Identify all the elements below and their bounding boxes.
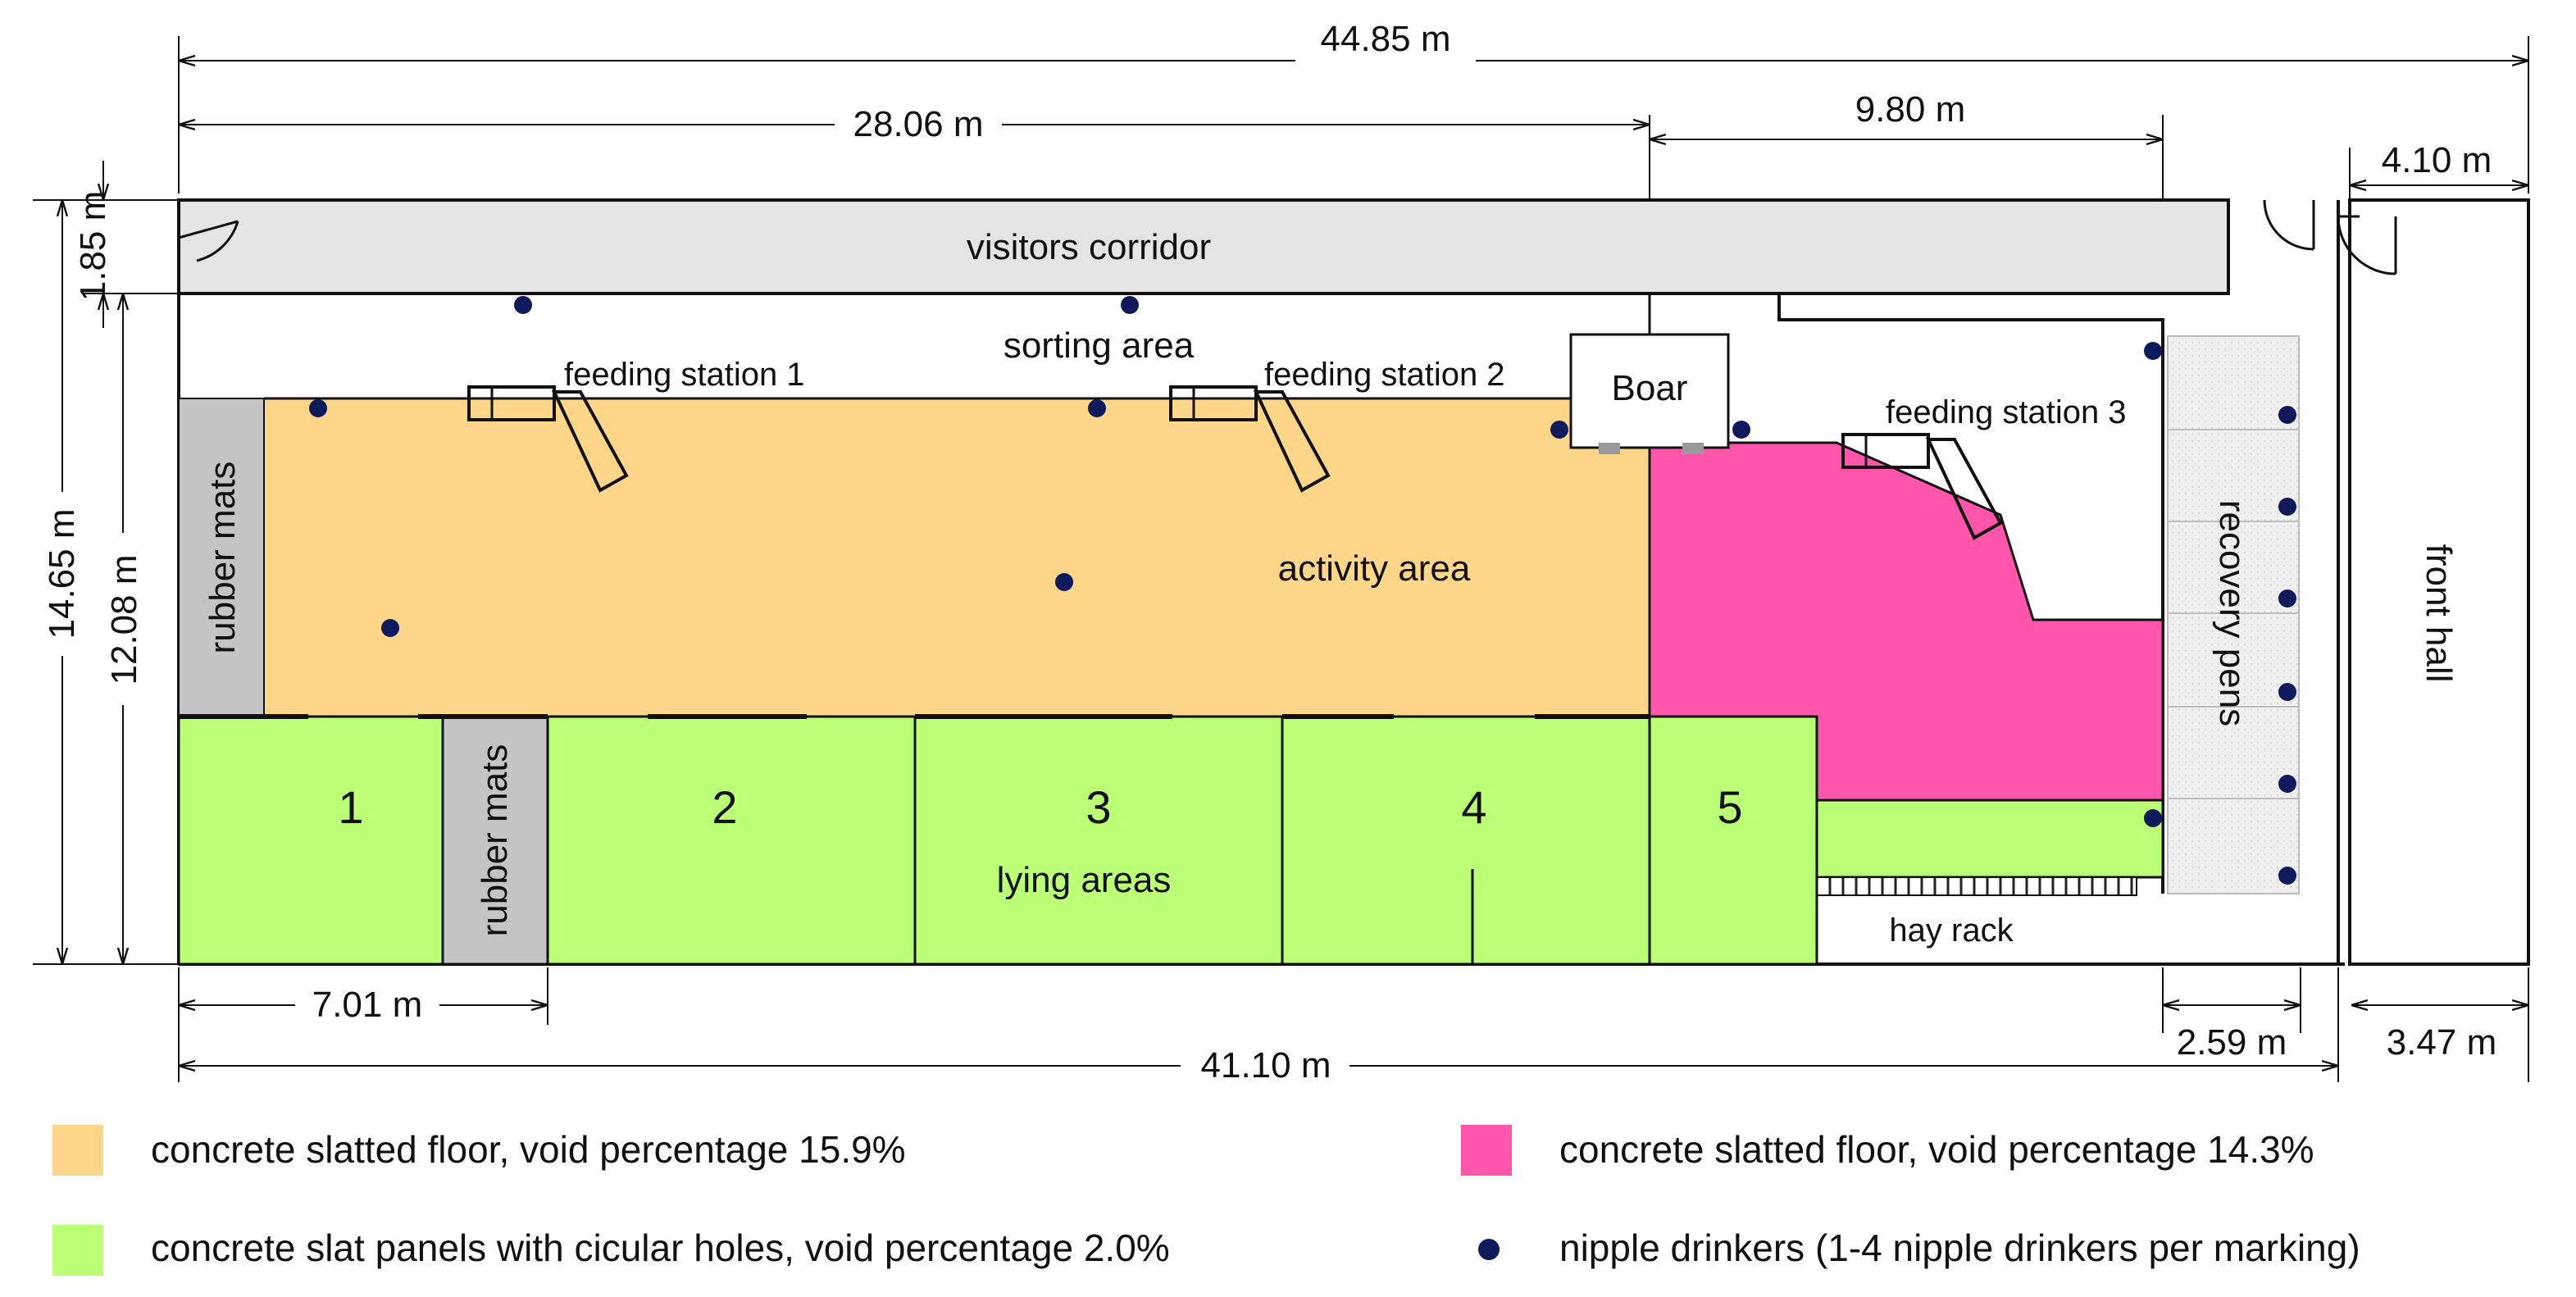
hay-rack [1816,876,2137,896]
nipple-drinker [2278,683,2296,701]
sorting-area-label: sorting area [1004,325,1195,366]
activity-area [264,398,1650,717]
pen-3 [913,715,1284,966]
feeding-station-1-label: feeding station 1 [564,357,805,393]
pen-5 [1648,715,1818,966]
nipple-drinker [1550,421,1568,439]
front-hall [2348,198,2530,966]
dim-pen1-width: 7.01 m [312,985,423,1025]
dim-front-hall-depth: 3.47 m [2387,1022,2497,1063]
pen-number-5: 5 [1717,781,1742,833]
pen-2 [546,715,917,966]
lying-areas-label: lying areas [997,860,1172,900]
dim-total-width: 44.85 m [1321,19,1451,59]
green-strip-right [1815,799,2164,879]
legend: concrete slatted floor, void percentage … [52,1125,2360,1276]
dim-inner-width: 41.10 m [1201,1045,1331,1085]
door-left [178,220,239,239]
rubber-mats-left-label: rubber mats [203,462,243,654]
dim-section-a: 28.06 m [853,104,984,144]
feeding-station-3-label: feeding station 3 [1886,394,2127,430]
legend-text-pink: concrete slatted floor, void percentage … [1559,1128,2314,1171]
door-hall-1 [2263,199,2314,251]
nipple-drinker [381,619,399,637]
nipple-drinker [309,399,327,417]
legend-text-orange: concrete slatted floor, void percentage … [151,1128,906,1171]
pen-number-1: 1 [338,781,363,833]
nipple-drinker [1732,421,1750,439]
nipple-drinker [2278,498,2296,516]
dim-front-hall-width: 4.10 m [2382,140,2492,180]
visitors-corridor [177,198,2230,295]
door-left-arc [196,221,239,262]
sorting-area-wall [1777,294,2164,894]
hay-rack-label: hay rack [1889,912,2014,949]
nipple-drinker [2278,867,2296,885]
legend-swatch-orange [52,1125,103,1176]
feeding-station-2 [1169,385,1331,493]
nipple-drinker [2144,809,2162,827]
rubber-mats-left [178,398,265,717]
pen-4 [1281,715,1651,966]
pen-number-3: 3 [1085,781,1111,833]
legend-text-drinkers: nipple drinkers (1-4 nipple drinkers per… [1559,1226,2360,1269]
nipple-drinker [514,296,532,314]
pen-number-4: 4 [1461,781,1486,833]
nipple-drinker [2278,406,2296,424]
dim-recovery-width: 2.59 m [2177,1022,2287,1063]
dim-total-depth: 14.65 m [42,509,82,639]
dim-inner-depth: 12.08 m [104,555,144,685]
nipple-drinker [1121,296,1139,314]
rubber-mats-pen-1 [441,715,549,966]
front-hall-label: front hall [2419,544,2459,683]
dim-corridor-depth: 1.85 m [73,191,113,302]
nipple-drinker [2144,342,2162,360]
visitors-corridor-label: visitors corridor [967,227,1211,267]
legend-text-green: concrete slat panels with cicular holes,… [151,1226,1170,1269]
legend-swatch-green [52,1225,103,1276]
nipple-drinker [2278,589,2296,608]
boar-label: Boar [1612,368,1688,408]
feeding-station-3 [1841,433,2003,540]
nipple-drinker [2278,775,2296,793]
pen-number-2: 2 [712,781,737,833]
dim-section-b: 9.80 m [1855,89,1966,130]
boar-pen-feeder [1599,443,1620,454]
legend-swatch-pink [1461,1125,1512,1176]
feeding-station-2-label: feeding station 2 [1264,357,1505,393]
activity-area-label: activity area [1278,548,1471,589]
door-hall-2 [2337,216,2396,275]
legend-drinker-dot [1478,1239,1500,1260]
nipple-drinker [1055,573,1073,591]
nipple-drinkers [309,296,2296,885]
boar-pen [1569,333,1730,449]
nipple-drinker [1088,399,1106,417]
outer-wall-top [179,198,2230,294]
recovery-pens-label: recovery pens [2212,500,2252,726]
pen-1 [177,715,444,966]
feeding-station-1 [467,385,629,493]
rubber-mats-pen-1-label: rubber mats [475,744,515,937]
boar-pen-feeder [1682,443,1704,454]
